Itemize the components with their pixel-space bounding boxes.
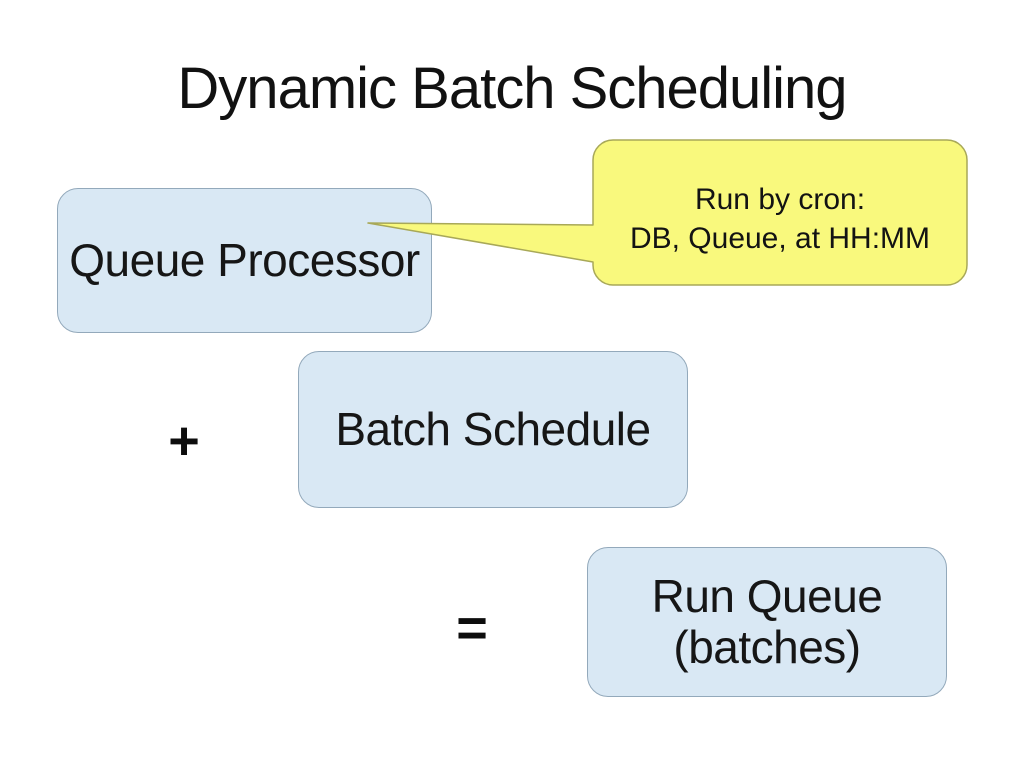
queue-processor-label: Queue Processor	[69, 234, 420, 287]
callout-line2: DB, Queue, at HH:MM	[629, 221, 931, 255]
queue-processor-box: Queue Processor	[57, 188, 432, 333]
equals-operator: =	[456, 598, 488, 658]
callout-note: Run by cron: DB, Queue, at HH:MM	[593, 140, 967, 285]
run-queue-label: Run Queue (batches)	[652, 571, 883, 672]
run-queue-label-line1: Run Queue	[651, 570, 883, 623]
batch-schedule-box: Batch Schedule	[298, 351, 688, 508]
slide-title: Dynamic Batch Scheduling	[177, 56, 847, 121]
batch-schedule-label: Batch Schedule	[335, 403, 651, 456]
callout-line1: Run by cron:	[694, 183, 866, 217]
plus-operator: +	[168, 411, 200, 471]
run-queue-box: Run Queue (batches)	[587, 547, 947, 697]
run-queue-label-line2: (batches)	[673, 621, 861, 673]
